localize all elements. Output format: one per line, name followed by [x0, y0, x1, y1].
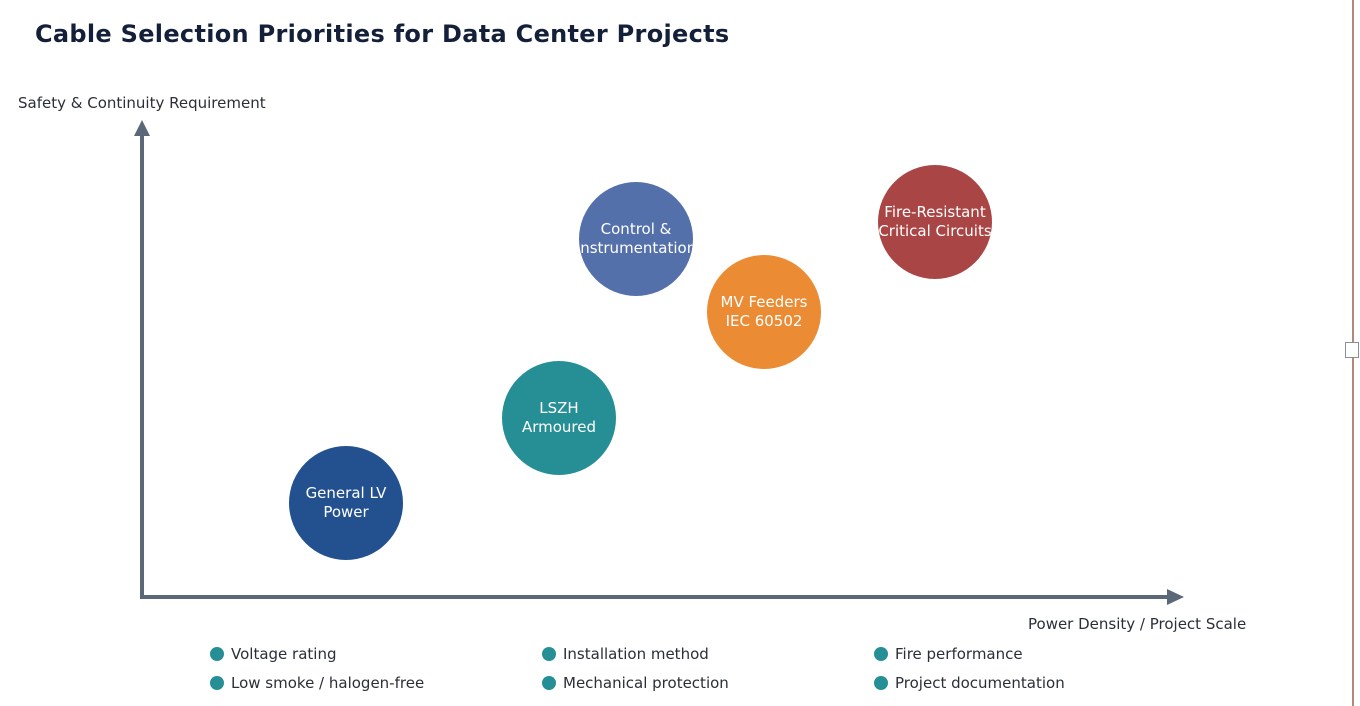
legend-item: Installation method: [542, 644, 874, 663]
page-title: Cable Selection Priorities for Data Cent…: [35, 20, 730, 48]
bubble-label: Control & Instrumentation: [579, 220, 693, 257]
legend-dot: [210, 675, 224, 690]
legend-dot: [542, 646, 556, 661]
legend-item: Low smoke / halogen-free: [210, 673, 542, 692]
y-axis-label: Safety & Continuity Requirement: [18, 94, 266, 112]
legend-dot: [874, 646, 888, 661]
resize-handle[interactable]: [1345, 342, 1359, 358]
legend-label: Low smoke / halogen-free: [231, 673, 425, 692]
legend-item: Mechanical protection: [542, 673, 874, 692]
x-axis-label: Power Density / Project Scale: [1028, 615, 1247, 633]
bubble-general-lv-power[interactable]: General LV Power: [289, 446, 403, 560]
bubble-label: Fire-Resistant Critical Circuits: [878, 203, 992, 240]
bubble-fire-resistant[interactable]: Fire-Resistant Critical Circuits: [878, 165, 992, 279]
legend-item: Fire performance: [874, 644, 1206, 663]
bubble-label: LSZH Armoured: [521, 399, 597, 436]
legend-label: Project documentation: [895, 673, 1065, 692]
legend-dot: [210, 646, 224, 661]
legend: Voltage rating Installation method Fire …: [210, 644, 1210, 692]
y-axis-arrowhead: [134, 120, 150, 136]
bubble-control-instrumentation[interactable]: Control & Instrumentation: [579, 182, 693, 296]
bubble-mv-feeders[interactable]: MV Feeders IEC 60502: [707, 255, 821, 369]
bubble-label: General LV Power: [305, 484, 387, 521]
legend-label: Voltage rating: [231, 644, 337, 663]
x-axis-arrowhead: [1167, 589, 1184, 605]
legend-item: Project documentation: [874, 673, 1206, 692]
legend-label: Installation method: [563, 644, 709, 663]
bubble-label: MV Feeders IEC 60502: [720, 293, 808, 330]
legend-item: Voltage rating: [210, 644, 542, 663]
legend-dot: [542, 675, 556, 690]
legend-dot: [874, 675, 888, 690]
legend-label: Fire performance: [895, 644, 1023, 663]
legend-label: Mechanical protection: [563, 673, 729, 692]
bubble-lszh-armoured[interactable]: LSZH Armoured: [502, 361, 616, 475]
